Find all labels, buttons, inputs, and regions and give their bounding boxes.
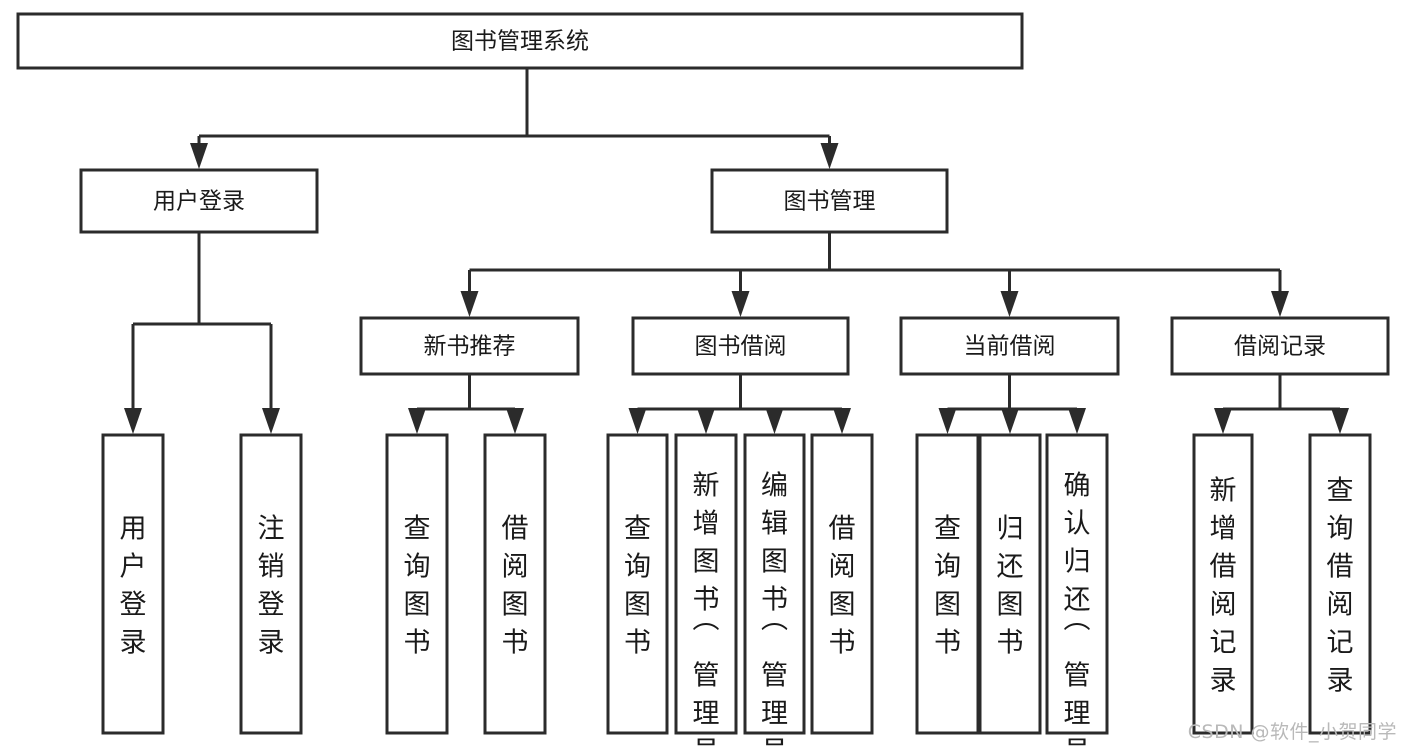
leaf-node-借阅图书-3[interactable]: 借阅图书 <box>483 433 547 735</box>
leaf-label: 查询图书 <box>934 514 961 659</box>
arrow-head-icon-l2-3-0 <box>1214 408 1232 434</box>
leaf-label: 查询图书 <box>624 514 651 659</box>
leaf-node-新增借阅记录-11[interactable]: 新增借阅记录 <box>1192 433 1254 735</box>
arrow-head-icon-book-mgmt-3 <box>1271 291 1289 317</box>
leaf-label: 注销登录 <box>258 514 285 659</box>
leaf-label: 借阅图书 <box>502 514 529 659</box>
leaf-label: 新增图书⌒管理员⌄ <box>693 471 720 747</box>
leaf-label: 借阅图书 <box>829 514 856 659</box>
arrow-head-icon-l2-1-1 <box>697 408 715 434</box>
arrow-head-icon-l2-0-1 <box>506 408 524 434</box>
node-box <box>899 316 1120 376</box>
arrow-head-icon-l2-1-2 <box>765 408 784 434</box>
node-l2-当前借阅[interactable]: 当前借阅 <box>899 316 1120 376</box>
node-box <box>483 433 547 735</box>
node-box <box>810 433 874 735</box>
leaf-label: 新增借阅记录 <box>1210 476 1237 697</box>
node-label: 图书管理系统 <box>451 29 589 55</box>
leaf-node-确认归还管理员-10[interactable]: 确认归还⌒管理员⌄ <box>1045 433 1109 747</box>
node-l2-借阅记录[interactable]: 借阅记录 <box>1170 316 1390 376</box>
arrow-head-icon-user-login-1 <box>262 408 280 434</box>
node-box <box>101 433 165 735</box>
arrow-head-icon-l2-2-2 <box>1068 408 1086 434</box>
node-box <box>978 433 1042 735</box>
node-l2-新书推荐[interactable]: 新书推荐 <box>359 316 580 376</box>
node-box <box>631 316 850 376</box>
node-label: 新书推荐 <box>424 334 516 360</box>
node-l1-图书管理[interactable]: 图书管理 <box>710 168 949 234</box>
leaf-label: 编辑图书⌒管理员⌄ <box>761 471 788 747</box>
leaf-node-归还图书-9[interactable]: 归还图书 <box>978 433 1042 735</box>
leaf-node-查询借阅记录-12[interactable]: 查询借阅记录 <box>1308 433 1372 735</box>
node-root-图书管理系统[interactable]: 图书管理系统 <box>16 12 1024 70</box>
leaf-node-注销登录-1[interactable]: 注销登录 <box>239 433 303 735</box>
node-box <box>710 168 949 234</box>
node-l1-用户登录[interactable]: 用户登录 <box>79 168 319 234</box>
arrow-head-icon-book-mgmt-1 <box>731 291 750 317</box>
arrow-head-icon-l2-1-3 <box>833 408 851 434</box>
leaf-node-借阅图书-7[interactable]: 借阅图书 <box>810 433 874 735</box>
connector-layer <box>124 68 1349 434</box>
node-l2-图书借阅[interactable]: 图书借阅 <box>631 316 850 376</box>
node-box <box>1308 433 1372 735</box>
arrow-head-icon-book-mgmt-2 <box>1000 291 1019 317</box>
node-box <box>674 433 738 735</box>
leaf-node-查询图书-4[interactable]: 查询图书 <box>606 433 669 735</box>
node-label: 图书借阅 <box>695 334 787 360</box>
arrow-head-icon-book-mgmt-0 <box>460 291 479 317</box>
node-box <box>359 316 580 376</box>
leaf-label: 查询借阅记录 <box>1327 476 1354 697</box>
node-label: 借阅记录 <box>1234 334 1326 360</box>
leaf-node-新增图书管理员-5[interactable]: 新增图书⌒管理员⌄ <box>674 433 738 747</box>
leaf-label: 确认归还⌒管理员⌄ <box>1064 471 1091 747</box>
node-box <box>1192 433 1254 735</box>
node-layer: 图书管理系统用户登录图书管理新书推荐图书借阅当前借阅借阅记录用户登录注销登录查询… <box>16 12 1390 747</box>
node-box <box>239 433 303 735</box>
leaf-label: 用户登录 <box>120 514 147 659</box>
arrow-head-icon-l2-2-0 <box>938 408 957 434</box>
node-box <box>79 168 319 234</box>
node-box <box>16 12 1024 70</box>
node-label: 用户登录 <box>153 189 245 215</box>
node-box <box>606 433 669 735</box>
arrow-head-icon-l2-2-1 <box>1001 408 1019 434</box>
arrow-head-icon-l2-1-0 <box>628 408 647 434</box>
leaf-node-编辑图书管理员-6[interactable]: 编辑图书⌒管理员⌄ <box>743 433 806 747</box>
node-label: 当前借阅 <box>964 334 1056 360</box>
node-label: 图书管理 <box>784 189 876 215</box>
arrow-head-icon-l2-3-1 <box>1331 408 1349 434</box>
leaf-label: 查询图书 <box>404 514 431 659</box>
node-box <box>915 433 980 735</box>
arrow-head-icon-root-0 <box>190 143 208 169</box>
node-box <box>743 433 806 735</box>
node-box <box>1170 316 1390 376</box>
leaf-node-用户登录-0[interactable]: 用户登录 <box>101 433 165 735</box>
leaf-node-查询图书-8[interactable]: 查询图书 <box>915 433 980 735</box>
node-box <box>1045 433 1109 735</box>
leaf-node-查询图书-2[interactable]: 查询图书 <box>385 433 449 735</box>
node-box <box>385 433 449 735</box>
leaf-label: 归还图书 <box>997 514 1024 659</box>
arrow-head-icon-l2-0-0 <box>408 408 426 434</box>
arrow-head-icon-root-1 <box>820 143 839 169</box>
arrow-head-icon-user-login-0 <box>124 408 142 434</box>
